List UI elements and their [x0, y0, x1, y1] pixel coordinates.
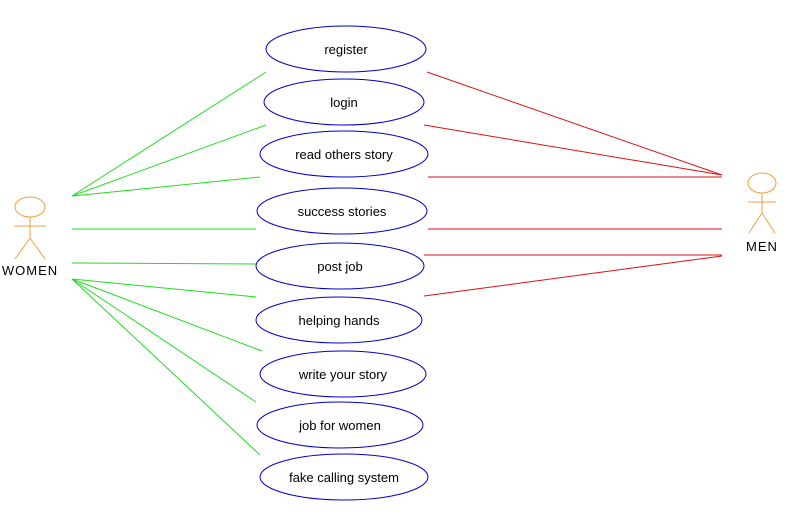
use-case-label: write your story — [298, 367, 388, 382]
men-associations — [423, 71, 723, 297]
women-register-link — [71, 71, 267, 197]
use-case-label: register — [324, 42, 368, 57]
use-case-read-others-story[interactable]: read others story — [259, 130, 429, 178]
actor-men[interactable]: MEN — [746, 172, 778, 254]
use-case-label: login — [330, 95, 357, 110]
use-cases: register login read others story success… — [255, 25, 429, 501]
stick-figure-icon — [747, 172, 777, 234]
use-case-label: post job — [317, 259, 363, 274]
use-case-post-job[interactable]: post job — [255, 242, 425, 290]
men-login-link — [423, 124, 723, 176]
use-case-label: job for women — [298, 418, 381, 433]
women-fake-calling-system-link — [71, 278, 261, 456]
use-case-write-your-story[interactable]: write your story — [259, 350, 427, 398]
actor-women[interactable]: WOMEN — [2, 196, 58, 278]
women-write-your-story-link — [71, 278, 263, 352]
men-helping-hands-link — [423, 255, 723, 297]
women-helping-hands-link — [71, 278, 257, 298]
actor-label-men: MEN — [746, 239, 778, 254]
use-case-label: fake calling system — [289, 470, 399, 485]
use-case-fake-calling-system[interactable]: fake calling system — [259, 453, 429, 501]
use-case-label: read others story — [295, 147, 393, 162]
use-case-label: success stories — [298, 204, 387, 219]
use-case-register[interactable]: register — [265, 25, 427, 73]
use-case-label: helping hands — [299, 313, 380, 328]
women-read-others-story-link — [71, 176, 261, 197]
use-case-helping-hands[interactable]: helping hands — [255, 296, 423, 344]
use-case-login[interactable]: login — [263, 78, 425, 126]
stick-figure-icon — [14, 196, 46, 260]
women-post-job-link — [71, 262, 257, 265]
men-register-link — [426, 71, 723, 176]
women-job-for-women-link — [71, 278, 257, 403]
use-case-success-stories[interactable]: success stories — [256, 187, 428, 235]
women-login-link — [71, 124, 267, 197]
women-associations — [71, 71, 267, 456]
actor-label-women: WOMEN — [2, 263, 58, 278]
use-case-job-for-women[interactable]: job for women — [256, 401, 424, 449]
